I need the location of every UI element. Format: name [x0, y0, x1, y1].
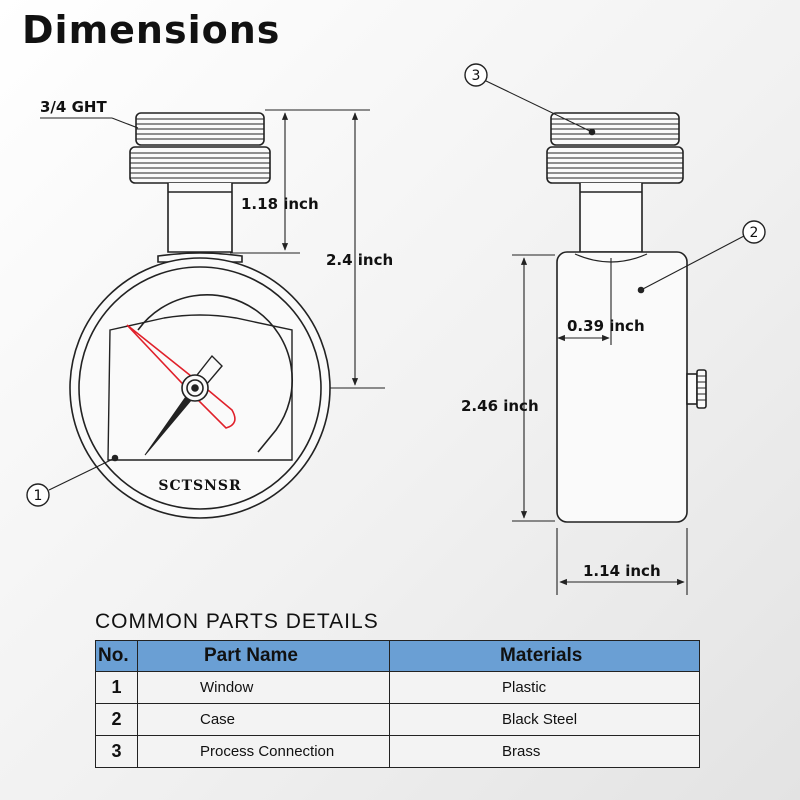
column-header-part-name: Part Name [137, 640, 390, 672]
dimension-drawing: SCTSNSR 3/4 GHT 1.18 inch 2.4 inch 1 [26, 63, 766, 595]
row-number: 3 [95, 735, 138, 768]
adjust-knob [686, 373, 698, 405]
red-needle [126, 324, 236, 429]
side-stem [579, 183, 643, 253]
thread-label: 3/4 GHT [40, 98, 107, 116]
part-material: Black Steel [389, 703, 700, 736]
row-number: 1 [95, 671, 138, 704]
callout-1: 1 [26, 483, 50, 507]
row-number: 2 [95, 703, 138, 736]
parts-heading: COMMON PARTS DETAILS [95, 610, 379, 633]
callout-3: 3 [464, 63, 488, 87]
side-height-label: 2.46 inch [461, 397, 539, 415]
side-width-label: 1.14 inch [583, 562, 661, 580]
dial-arc [137, 294, 294, 453]
front-knurled-nut [129, 112, 271, 184]
table-row: 3 Process Connection Brass [95, 735, 700, 768]
front-view [48, 112, 331, 519]
svg-text:2: 2 [750, 225, 759, 241]
column-header-no: No. [95, 640, 138, 672]
parts-table: No. Part Name Materials 1 Window Plastic… [95, 640, 700, 768]
page-title: Dimensions [22, 8, 281, 52]
svg-text:1: 1 [34, 488, 43, 504]
table-row: 1 Window Plastic [95, 671, 700, 704]
table-row: 2 Case Black Steel [95, 703, 700, 736]
side-case [556, 251, 688, 523]
part-name: Window [137, 671, 390, 704]
part-name: Case [137, 703, 390, 736]
side-view [483, 79, 745, 523]
front-height-label: 2.4 inch [326, 251, 393, 269]
side-inset-label: 0.39 inch [567, 317, 645, 335]
front-stem [167, 183, 233, 253]
parts-table-header: No. Part Name Materials [95, 640, 700, 672]
part-name: Process Connection [137, 735, 390, 768]
column-header-materials: Materials [389, 640, 700, 672]
part-material: Brass [389, 735, 700, 768]
side-dimension-lines [512, 254, 688, 595]
connection-height-label: 1.18 inch [241, 195, 319, 213]
part-material: Plastic [389, 671, 700, 704]
side-knurled-nut [546, 112, 684, 184]
callout-2: 2 [742, 220, 766, 244]
svg-text:3: 3 [472, 68, 481, 84]
brand-label: SCTSNSR [158, 478, 241, 494]
front-dimension-lines [40, 109, 385, 389]
